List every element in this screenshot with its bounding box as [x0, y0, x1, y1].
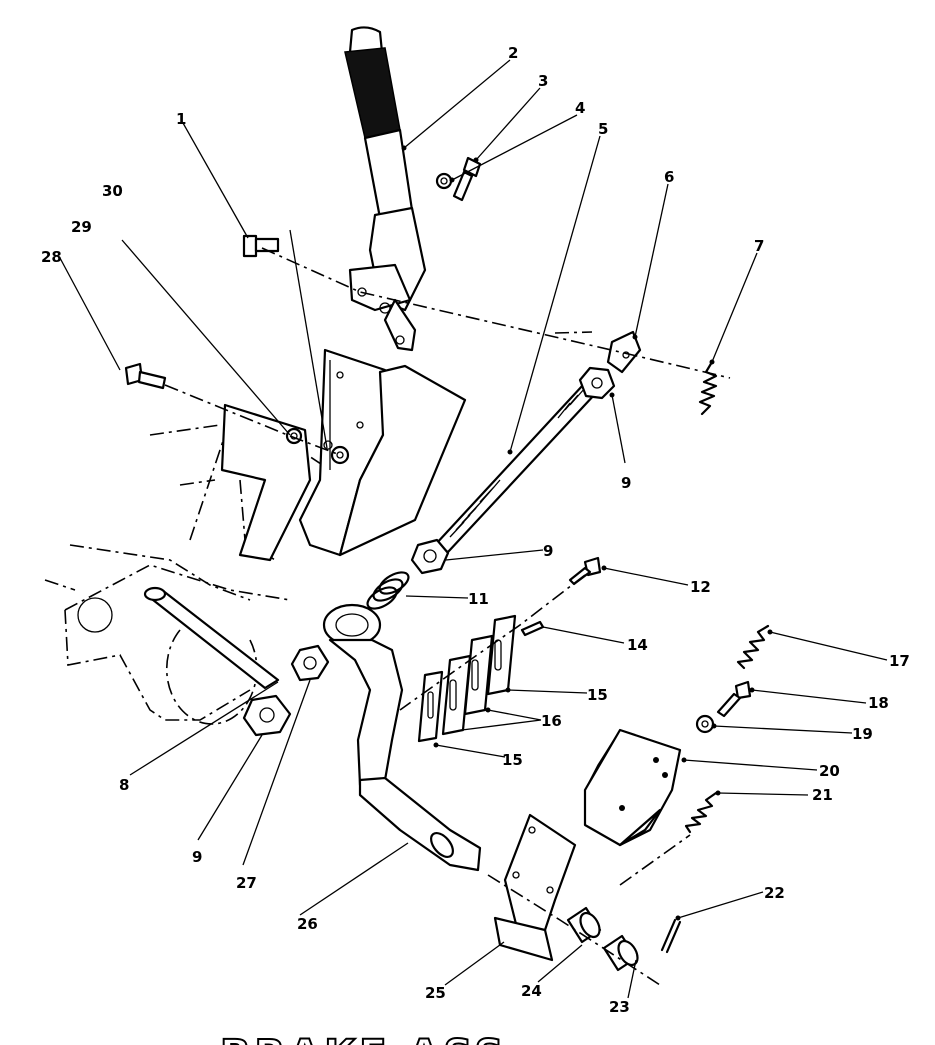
- callout-16: 16: [541, 712, 562, 730]
- part-1-shoulder-bolt: [242, 234, 280, 258]
- callout-26: 26: [297, 915, 318, 933]
- callout-2: 2: [508, 44, 518, 62]
- part-2-brake-handle: [344, 26, 427, 352]
- callout-7: 7: [754, 237, 764, 255]
- callout-9-upper: 9: [621, 474, 631, 492]
- callout-3: 3: [538, 72, 548, 90]
- part-11-spring: [366, 571, 410, 610]
- part-26-pedal-arm: [322, 603, 482, 872]
- callout-15-upper: 15: [587, 686, 608, 704]
- part-14-pin: [520, 620, 545, 637]
- part-4-nut: [435, 172, 453, 190]
- part-21-spring: [684, 791, 718, 834]
- callout-21: 21: [812, 786, 833, 804]
- callout-labels: 1 2 3 4 5 6 7 8 9 9 9 11 12 14 15 15 16 …: [41, 44, 910, 1016]
- part-3-bolt: [452, 156, 482, 202]
- callout-9-lower: 9: [192, 848, 202, 866]
- part-24-bushing: [566, 906, 602, 944]
- part-9-jam-nut-upper: [578, 366, 616, 400]
- callout-6: 6: [664, 168, 674, 186]
- part-23-bushing: [602, 934, 639, 972]
- leader-tip-dots: [401, 145, 773, 921]
- callout-22: 22: [764, 884, 785, 902]
- part-28-bolt: [124, 362, 167, 390]
- part-12-bolt: [568, 556, 602, 586]
- callout-15-lower: 15: [502, 751, 523, 769]
- part-16-plate-front: [441, 654, 472, 736]
- part-8-cross-shaft: [143, 586, 280, 690]
- callout-12: 12: [690, 578, 711, 596]
- callout-1: 1: [176, 110, 186, 128]
- callout-27: 27: [236, 874, 257, 892]
- callout-24: 24: [521, 982, 542, 1000]
- part-19-washer: [695, 714, 715, 734]
- part-15-plate-front: [417, 670, 444, 743]
- part-30-washer: [323, 440, 350, 465]
- part-15-plate-rear: [486, 614, 517, 696]
- part-9-jam-nut-bottom: [242, 694, 292, 737]
- callout-9-middle: 9: [543, 542, 553, 560]
- callout-25: 25: [425, 984, 446, 1002]
- callout-23: 23: [609, 998, 630, 1016]
- callout-28: 28: [41, 248, 62, 266]
- part-20-brake-bracket: [583, 728, 682, 847]
- part-7-spring: [698, 360, 718, 416]
- callout-11: 11: [468, 590, 489, 608]
- part-27-nut: [290, 644, 330, 682]
- alignment-centerlines: [164, 247, 731, 986]
- part-18-bolt: [716, 680, 752, 718]
- part-22-cotter-pin: [660, 918, 682, 954]
- callout-18: 18: [868, 694, 889, 712]
- callout-29: 29: [71, 218, 92, 236]
- callout-17: 17: [889, 652, 910, 670]
- callout-19: 19: [852, 725, 873, 743]
- callout-14: 14: [627, 636, 648, 654]
- chassis-frame-phantom: [44, 418, 331, 725]
- callout-30: 30: [102, 182, 123, 200]
- part-6-clevis: [606, 330, 642, 374]
- callout-4: 4: [575, 99, 585, 117]
- part-25-pedal: [493, 813, 577, 962]
- part-17-spring: [736, 624, 770, 670]
- callout-8: 8: [119, 776, 129, 794]
- diagram-title-partial: BRAKE ASS: [220, 1032, 507, 1045]
- part-29-nut: [285, 427, 303, 445]
- callout-20: 20: [819, 762, 840, 780]
- leader-lines: [59, 59, 888, 999]
- callout-5: 5: [598, 120, 608, 138]
- part-9-jam-nut-lower: [410, 538, 450, 575]
